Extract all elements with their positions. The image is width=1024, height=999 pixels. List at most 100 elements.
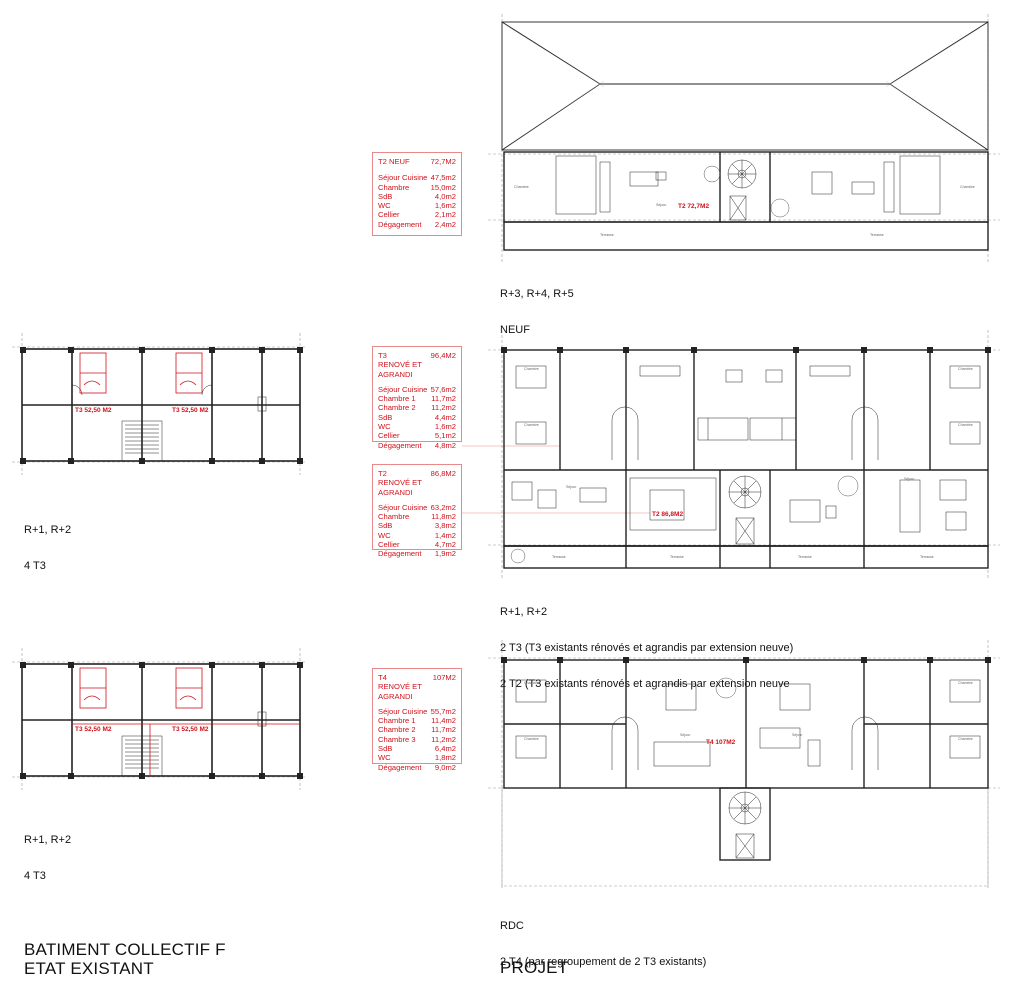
area-row-value: 11,7m2 (431, 725, 456, 735)
existing-1-unit-right: T3 52,50 M2 (172, 407, 209, 414)
existing-1-caption-line2: 4 T3 (24, 560, 46, 572)
area-row-label: Dégagement (378, 219, 422, 229)
area-table-total: 107M2 (432, 673, 456, 682)
project-mid-unit-label: T2 86,8M2 (652, 511, 683, 518)
project-plan-mid: Chambre Chambre Séjour Terrasse Terrasse… (488, 330, 1000, 580)
area-table-title: T2 (378, 469, 387, 478)
area-row-label: SdB (378, 521, 393, 531)
area-row-value: 2,1m2 (434, 210, 456, 220)
area-row-label: Dégagement (378, 762, 422, 772)
project-mid-label: Chambre (958, 367, 973, 371)
existing-plan-2: T3 52,50 M2 T3 52,50 M2 (12, 648, 305, 790)
area-row-value: 3,8m2 (434, 521, 456, 531)
area-row-label: Cellier (378, 210, 400, 220)
area-row-label: Chambre 1 (378, 394, 416, 404)
area-table-subtitle: RENOVÉ ET AGRANDI (378, 360, 422, 379)
project-top-caption-line2: NEUF (500, 324, 530, 336)
area-row-label: Dégagement (378, 549, 422, 559)
area-row-value: 1,6m2 (434, 201, 456, 211)
area-row-label: Chambre 2 (378, 403, 416, 413)
area-row-label: Séjour Cuisine (378, 706, 428, 716)
project-mid-label: Chambre (524, 423, 539, 427)
area-row-value: 63,2m2 (430, 502, 456, 512)
existing-title-line2: ETAT EXISTANT (24, 959, 154, 978)
project-top-caption-line1: R+3, R+4, R+5 (500, 288, 574, 300)
area-row-value: 2,4m2 (434, 219, 456, 229)
area-row-label: Chambre (378, 182, 410, 192)
project-bot-caption-line2: 2 T4 (par regroupement de 2 T3 existants… (500, 956, 707, 968)
area-row-label: SdB (378, 191, 393, 201)
project-plan-bot: Chambre Chambre Séjour Chambre Chambre S… (488, 640, 1000, 890)
existing-2-caption-line2: 4 T3 (24, 870, 46, 882)
existing-title-line1: BATIMENT COLLECTIF F (24, 940, 226, 959)
project-top-label: Terrasse (600, 233, 614, 237)
project-title: PROJET (500, 958, 569, 977)
area-row-label: Chambre 1 (378, 716, 416, 726)
area-row-value: 4,4m2 (434, 412, 456, 422)
existing-plan-1: T3 52,50 M2 T3 52,50 M2 (12, 333, 305, 475)
area-row-label: Chambre (378, 512, 410, 522)
area-table-total: 72,7M2 (430, 157, 456, 166)
area-row-value: 57,6m2 (430, 384, 456, 394)
area-table-title: T2 NEUF (378, 157, 410, 166)
area-row-value: 11,2m2 (431, 734, 456, 744)
area-row-value: 11,2m2 (431, 403, 456, 413)
area-table-subtitle: RENOVÉ ET AGRANDI (378, 478, 422, 497)
area-row-value: 55,7m2 (430, 706, 456, 716)
area-row-label: Séjour Cuisine (378, 502, 428, 512)
area-row-label: Séjour Cuisine (378, 173, 428, 183)
project-top-label: Terrasse (870, 233, 884, 237)
existing-1-unit-left: T3 52,50 M2 (75, 407, 112, 414)
area-row-value: 1,8m2 (434, 753, 456, 763)
project-bot-label: Chambre (524, 681, 539, 685)
area-table-title: T4 (378, 673, 387, 682)
area-row-value: 5,1m2 (434, 431, 456, 441)
area-row-label: Dégagement (378, 440, 422, 450)
area-row-label: Cellier (378, 540, 400, 550)
project-mid-caption-line3: 2 T2 (T3 existants rénovés et agrandis p… (500, 678, 790, 690)
area-table-t2-renov: T2 86,8M2 RENOVÉ ET AGRANDI Séjour Cuisin… (372, 464, 462, 558)
project-bot-label: Séjour (792, 733, 803, 737)
project-mid-label: Terrasse (670, 555, 684, 559)
area-row-label: WC (378, 753, 391, 763)
area-row-label: SdB (378, 744, 393, 754)
area-table-total: 86,8M2 (430, 469, 456, 478)
existing-1-caption-line1: R+1, R+2 (24, 524, 72, 536)
project-bot-label: Chambre (958, 681, 973, 685)
project-mid-label: Séjour (904, 477, 915, 481)
area-row-value: 11,7m2 (431, 394, 456, 404)
area-row-label: Séjour Cuisine (378, 384, 428, 394)
area-row-value: 4,7m2 (434, 540, 456, 550)
area-row-value: 4,8m2 (434, 440, 456, 450)
area-row-label: WC (378, 201, 391, 211)
area-row-value: 1,6m2 (434, 422, 456, 432)
project-mid-label: Chambre (524, 367, 539, 371)
project-mid-caption-line1: R+1, R+2 (500, 606, 548, 618)
project-top-label: Chambre (960, 185, 975, 189)
area-table-title: T3 (378, 351, 387, 360)
area-row-label: Chambre 3 (378, 734, 416, 744)
area-row-value: 47,5m2 (430, 173, 456, 183)
project-mid-label: Terrasse (920, 555, 934, 559)
existing-2-unit-left: T3 52,50 M2 (75, 726, 112, 733)
area-row-value: 15,0m2 (430, 182, 456, 192)
project-top-unit-label: T2 72,7M2 (678, 203, 709, 210)
area-row-label: WC (378, 530, 391, 540)
area-row-value: 6,4m2 (434, 744, 456, 754)
area-row-label: SdB (378, 412, 393, 422)
project-plan-top: Chambre Séjour Terrasse Terrasse Chambre… (488, 14, 1000, 262)
area-row-label: Chambre 2 (378, 725, 416, 735)
project-bot-unit-label: T4 107M2 (706, 739, 736, 746)
area-row-value: 11,8m2 (431, 512, 456, 522)
project-top-label: Séjour (656, 203, 667, 207)
existing-2-caption-line1: R+1, R+2 (24, 834, 72, 846)
area-row-value: 9,0m2 (434, 762, 456, 772)
area-row-label: WC (378, 422, 391, 432)
area-table-subtitle: RENOVÉ ET AGRANDI (378, 682, 422, 701)
project-mid-label: Séjour (566, 485, 577, 489)
project-bot-caption-line1: RDC (500, 920, 524, 932)
area-row-value: 11,4m2 (431, 716, 456, 726)
